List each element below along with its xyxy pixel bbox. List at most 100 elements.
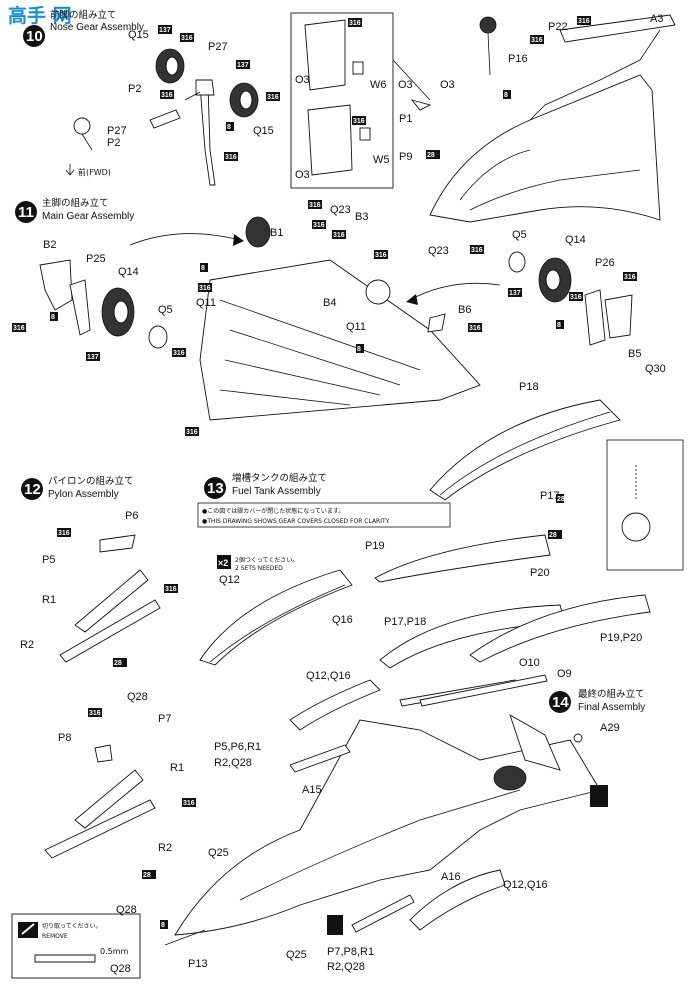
tank-p19-p20-assembled bbox=[469, 594, 651, 663]
step-12-title-en: Pylon Assembly bbox=[48, 489, 119, 500]
part-label: W6 bbox=[370, 79, 387, 91]
nose-strut bbox=[199, 84, 216, 186]
part-label: 0.5mm bbox=[100, 947, 129, 956]
remove-inset bbox=[11, 913, 141, 979]
part-label: Q28 bbox=[127, 691, 148, 703]
tank-p17-p18 bbox=[429, 399, 621, 501]
part-label: B4 bbox=[323, 297, 336, 309]
step-13-fuel-tank: 13 増槽タンクの組み立て Fuel Tank Assembly ●この図では脚… bbox=[197, 363, 684, 707]
part-label: A16 bbox=[441, 871, 461, 883]
part-label: 137 bbox=[237, 62, 249, 69]
part-label: P7 bbox=[158, 713, 171, 725]
part-label: Q11 bbox=[196, 297, 216, 309]
watermark-text: 高手 网 bbox=[8, 4, 72, 27]
part-label: 28 bbox=[549, 532, 557, 539]
part-label: P18 bbox=[519, 381, 539, 393]
part-label: P8 bbox=[58, 732, 71, 744]
part-label: 316 bbox=[225, 154, 237, 161]
part-label: REMOVE bbox=[42, 933, 68, 940]
engine-nozzle bbox=[493, 765, 527, 791]
step-10-number: 10 bbox=[26, 28, 43, 45]
part-label: 8 bbox=[357, 346, 361, 353]
step-14-number: 14 bbox=[552, 694, 569, 711]
part-label: R2 bbox=[20, 639, 34, 651]
part-label: 8 bbox=[227, 124, 231, 131]
fuselage-nose-outline bbox=[429, 74, 661, 223]
part-label: 316 bbox=[353, 118, 365, 125]
probe-p13 bbox=[164, 929, 206, 946]
gear-door-lower bbox=[307, 104, 353, 176]
part-label: P20 bbox=[530, 567, 550, 579]
direction-marker-icon bbox=[590, 785, 608, 807]
step-12-title-jp: パイロンの組み立て bbox=[48, 475, 134, 487]
part-label: 8 bbox=[51, 314, 55, 321]
part-label: O10 bbox=[519, 657, 540, 669]
part-label: 28 bbox=[427, 152, 435, 159]
part-label: P2 bbox=[107, 137, 120, 149]
part-label: Q28 bbox=[116, 904, 137, 916]
part-label: Q15 bbox=[128, 29, 149, 41]
part-label: 316 bbox=[183, 800, 195, 807]
wing-tank-q12-q16-upper bbox=[289, 679, 381, 731]
step-13-title-en: Fuel Tank Assembly bbox=[232, 486, 321, 497]
gear-cover-note-box bbox=[197, 502, 451, 528]
part-label: Q23 bbox=[330, 204, 351, 216]
part-label: 316 bbox=[267, 94, 279, 101]
part-label: Q30 bbox=[645, 363, 666, 375]
pylon-set-right bbox=[351, 894, 415, 933]
part-label: 137 bbox=[159, 27, 171, 34]
q28-cut-part bbox=[34, 954, 96, 963]
part-label: 8 bbox=[504, 92, 508, 99]
rail-upper-r2 bbox=[59, 599, 161, 663]
main-strut-right bbox=[584, 289, 606, 346]
arrow-right-gear bbox=[409, 282, 501, 301]
part-label: 切り取ってください。 bbox=[42, 923, 102, 930]
part-label: P22 bbox=[548, 21, 568, 33]
part-label: B1 bbox=[270, 227, 283, 239]
part-label: 2 SETS NEEDED bbox=[235, 565, 283, 572]
part-label: R2,Q28 bbox=[214, 757, 252, 769]
step-13-title-jp: 増槽タンクの組み立て bbox=[232, 472, 327, 484]
aircraft-underside bbox=[174, 719, 601, 936]
pylon-set-left bbox=[289, 744, 351, 773]
part-label: O3 bbox=[295, 169, 310, 181]
part-label: W5 bbox=[373, 154, 390, 166]
part-label: Q14 bbox=[565, 234, 586, 246]
part-label: P16 bbox=[508, 53, 528, 65]
step-10-title-jp: 前脚の組み立て bbox=[50, 9, 117, 21]
wing-tank-q12-q16-lower bbox=[409, 869, 506, 931]
part-label: 8 bbox=[557, 322, 561, 329]
part-label: 316 bbox=[58, 530, 70, 537]
part-label: Q23 bbox=[428, 245, 449, 257]
part-label: ●THIS DRAWING SHOWS GEAR COVERS CLOSED F… bbox=[202, 518, 390, 525]
part-label: 316 bbox=[309, 202, 321, 209]
step-10-badge bbox=[23, 25, 45, 47]
part-label: B5 bbox=[628, 348, 641, 360]
gear-door-inset: 316 316 O3 W6 W5 O3 bbox=[290, 12, 431, 189]
part-label: Q5 bbox=[158, 304, 173, 316]
part-label: Q15 bbox=[253, 125, 274, 137]
part-a29 bbox=[573, 733, 583, 743]
main-wheel-mounted bbox=[245, 216, 271, 248]
step-14-final: 14 最終の組み立て Final Assembly Q12,Q16 P5,P6,… bbox=[160, 670, 645, 973]
part-label: B6 bbox=[458, 304, 471, 316]
part-label: O3 bbox=[295, 74, 310, 86]
part-label: 28 bbox=[557, 496, 565, 503]
part-label: 137 bbox=[87, 354, 99, 361]
step-10-nose-gear: 10 前脚の組み立て Nose Gear Assembly P27 P2 前(F… bbox=[23, 9, 280, 186]
part-label: 8 bbox=[201, 265, 205, 272]
part-label: ●この図では脚カバーが閉じた状態になっています。 bbox=[202, 507, 344, 515]
arrow-left-gear bbox=[129, 233, 241, 246]
part-label: B2 bbox=[43, 239, 56, 251]
part-label: A15 bbox=[302, 784, 322, 796]
watermark-logo: 高手 网 bbox=[4, 3, 78, 27]
x2-badge bbox=[217, 555, 231, 569]
step-11-badge bbox=[15, 201, 37, 223]
part-label: P13 bbox=[188, 958, 208, 970]
part-label: 316 bbox=[469, 325, 481, 332]
part-label: 316 bbox=[333, 232, 345, 239]
part-label: P5,P6,R1 bbox=[214, 741, 261, 753]
part-label: P6 bbox=[125, 510, 138, 522]
step-12-number: 12 bbox=[24, 481, 41, 498]
